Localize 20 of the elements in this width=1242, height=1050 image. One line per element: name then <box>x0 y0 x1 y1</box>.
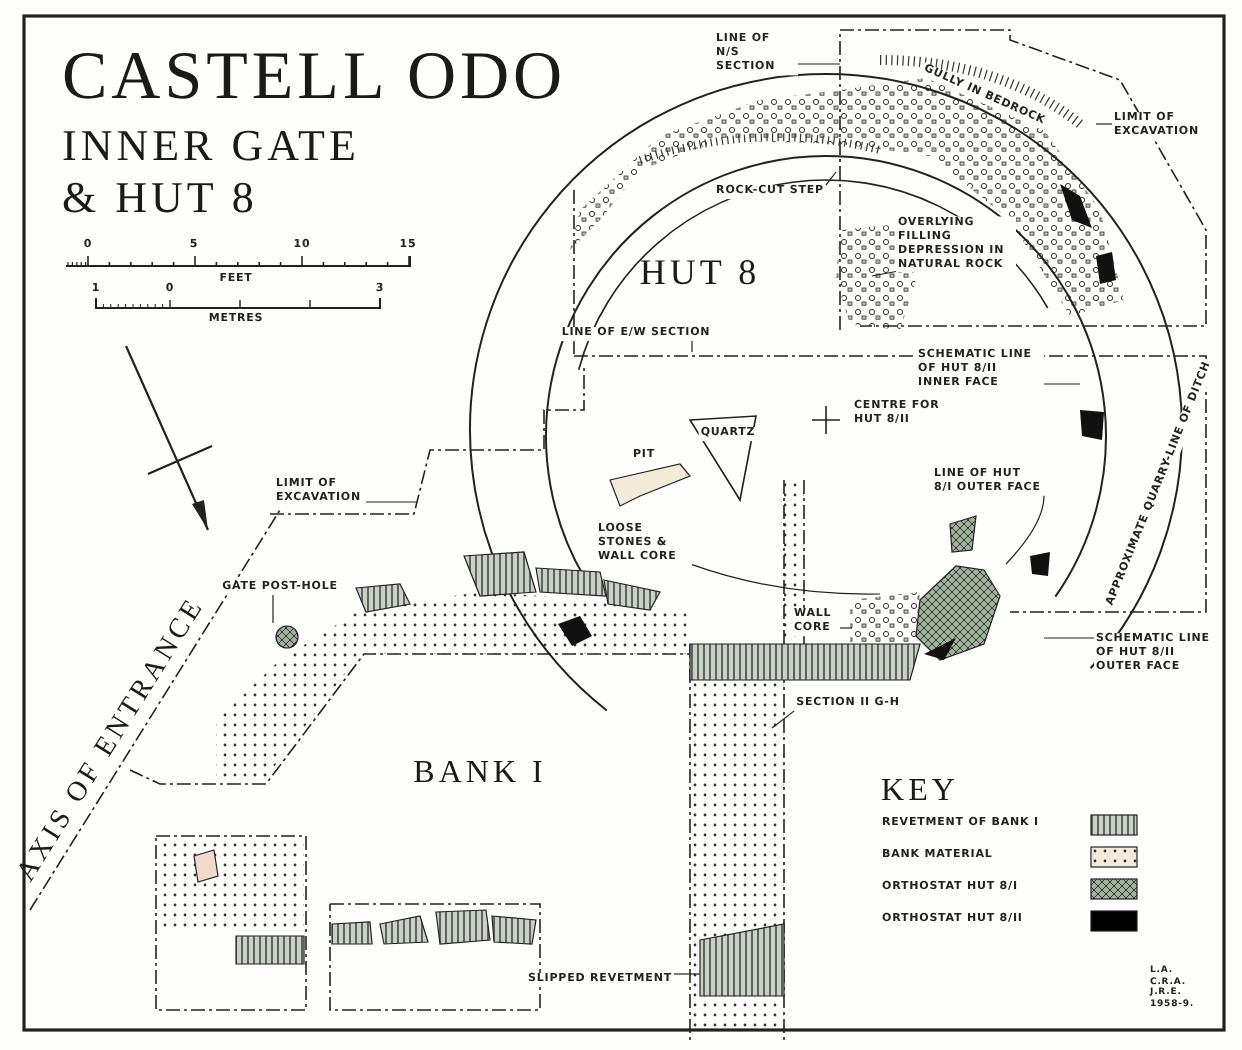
leader-line <box>1043 383 1081 385</box>
leader-line <box>691 564 881 595</box>
legend-heading: KEY <box>879 772 961 812</box>
map-title: CASTELL ODO <box>60 44 569 112</box>
post-hole-symbol <box>273 623 299 649</box>
leader-line <box>839 627 853 629</box>
leader-line <box>365 501 419 503</box>
leader-line <box>825 171 837 186</box>
leader-line <box>871 270 897 277</box>
leader-line <box>272 594 274 624</box>
leader-line <box>797 63 841 65</box>
leader-line <box>1095 123 1113 125</box>
area-label: HUT 8 <box>637 249 763 295</box>
map-subtitle: INNER GATE & HUT 8 <box>60 120 362 226</box>
leader-line <box>691 340 693 353</box>
leader-line <box>673 973 701 975</box>
leader-line <box>771 710 795 729</box>
leader-line <box>1005 495 1045 565</box>
area-label: BANK I <box>411 754 549 794</box>
leader-line <box>1043 637 1095 639</box>
